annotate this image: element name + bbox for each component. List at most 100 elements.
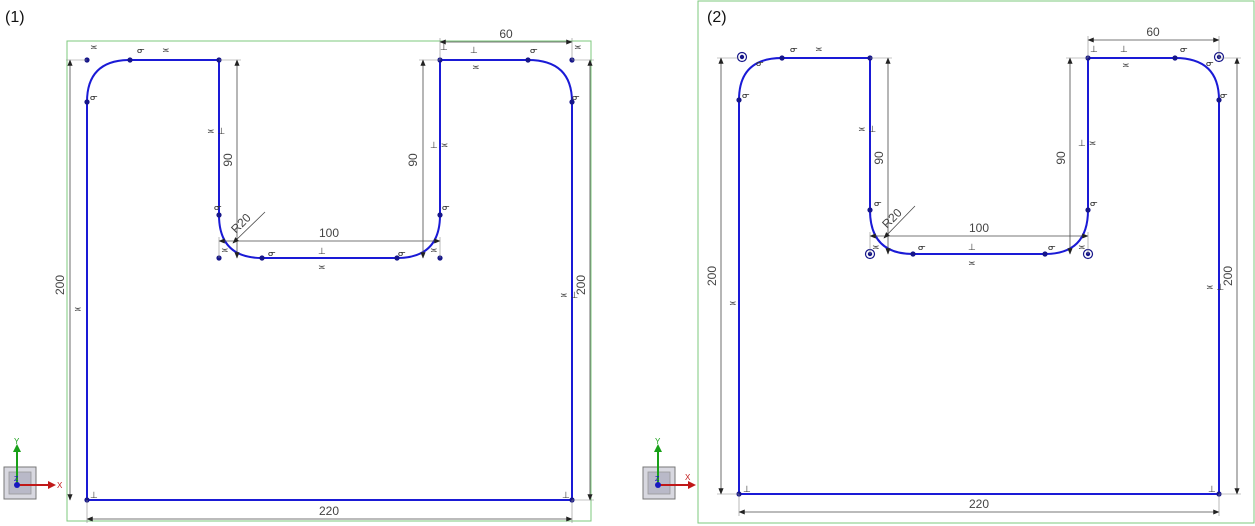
svg-text:⊥ ≍: ⊥ ≍ (430, 141, 448, 151)
panel-1-triad-z-label: Z (14, 476, 19, 483)
panel-1-dim-width-bottom-value: 220 (319, 504, 339, 518)
panel-2-boundary (697, 0, 1255, 524)
svg-text:ᓂ: ᓂ (214, 203, 222, 213)
svg-text:≍ ⊥: ≍ ⊥ (1206, 283, 1224, 293)
panel-2-triad-z-label: Z (655, 476, 660, 483)
panel-2-dim-height-left[interactable]: 200 (705, 57, 739, 495)
svg-text:⊥: ⊥ (743, 485, 751, 495)
panel-1-dim-height-right-value: 200 (574, 275, 588, 295)
svg-text:ᓂ: ᓂ (918, 243, 926, 253)
panel-1-vertices (84, 57, 575, 503)
panel-1-dim-top-width-value: 60 (499, 27, 513, 41)
panel-2-dim-slot-width[interactable]: 100 (869, 221, 1089, 254)
panel-1-dim-top-width[interactable]: 60 (439, 27, 573, 60)
panel-2-fixed-points (736, 51, 1225, 260)
svg-text:≍: ≍ (968, 259, 976, 269)
panel-1-dim-slot-width[interactable]: 100 (218, 226, 441, 258)
panel-1-dim-slot-width-value: 100 (319, 226, 339, 240)
svg-text:ᓂ: ᓂ (268, 249, 276, 259)
panel-2-dim-slot-depth-right[interactable]: 90 (1054, 57, 1088, 255)
panel-2-profile[interactable] (738, 57, 1220, 495)
svg-text:⊥: ⊥ (470, 46, 478, 56)
panel-2-dim-fillet-value: R20 (879, 205, 905, 231)
svg-text:≍: ≍ (162, 46, 170, 56)
svg-text:ᓂ: ᓂ (398, 249, 406, 259)
svg-text:ᓂ: ᓂ (742, 91, 750, 101)
svg-text:≍: ≍ (221, 246, 229, 256)
panel-1-triad-y-label: Y (14, 437, 20, 446)
svg-text:≍: ≍ (729, 299, 737, 309)
svg-text:⊥: ⊥ (1208, 485, 1216, 495)
panel-1-dim-slot-depth-left-value: 90 (221, 153, 235, 167)
panel-1-profile[interactable] (86, 59, 573, 501)
svg-text:ᓂ: ᓂ (137, 46, 145, 56)
svg-text:≍: ≍ (1122, 61, 1130, 71)
panel-2-dim-top-width[interactable]: 60 (1087, 25, 1220, 58)
svg-text:⊥ ≍: ⊥ ≍ (1078, 139, 1096, 149)
svg-text:ᓂ: ᓂ (90, 93, 98, 103)
panel-1-dim-slot-depth-right-value: 90 (406, 153, 420, 167)
panel-2-dim-slot-width-value: 100 (969, 221, 989, 235)
panel-1-dim-height-left[interactable]: 200 (53, 59, 87, 501)
svg-text:ᓂ: ᓂ (1090, 199, 1098, 209)
panel-1: (1) 200 (3, 9, 594, 523)
svg-text:⊥: ⊥ (1120, 45, 1128, 55)
panel-1-dim-width-bottom[interactable]: 220 (86, 500, 573, 523)
panel-2: (2) (642, 0, 1255, 524)
panel-1-dim-fillet-value: R20 (228, 210, 254, 236)
svg-text:ᓂ: ᓂ (1180, 45, 1188, 55)
panel-1-dim-slot-depth-right[interactable]: 90 (406, 59, 440, 259)
panel-1-caption: (1) (5, 9, 25, 26)
panel-2-dim-top-width-value: 60 (1146, 25, 1160, 39)
svg-text:⊥: ⊥ (440, 43, 448, 53)
svg-text:≍ ⊥: ≍ ⊥ (207, 127, 225, 137)
svg-text:≍ ⊥: ≍ ⊥ (560, 291, 578, 301)
svg-text:≍: ≍ (74, 305, 82, 315)
svg-text:≍: ≍ (430, 246, 438, 256)
panel-2-dim-slot-depth-left-value: 90 (872, 151, 886, 165)
svg-text:≍: ≍ (872, 243, 880, 253)
panel-2-dim-width-bottom-value: 220 (969, 497, 989, 511)
svg-text:⊥: ⊥ (318, 247, 326, 257)
panel-1-dim-slot-depth-left[interactable]: 90 (219, 59, 241, 259)
panel-1-dim-fillet[interactable]: R20 (228, 210, 266, 244)
panel-1-dim-height-left-value: 200 (53, 275, 67, 295)
panel-2-dim-slot-depth-right-value: 90 (1054, 151, 1068, 165)
panel-2-dim-slot-depth-left[interactable]: 90 (870, 57, 892, 255)
svg-text:⊥: ⊥ (968, 243, 976, 253)
panel-2-dim-fillet[interactable]: R20 (879, 205, 916, 239)
svg-text:ᓂ: ᓂ (530, 46, 538, 56)
svg-text:≍: ≍ (472, 63, 480, 73)
svg-text:⊥: ⊥ (1090, 45, 1098, 55)
panel-2-caption: (2) (707, 9, 727, 26)
panel-2-dim-width-bottom[interactable]: 220 (738, 494, 1220, 516)
svg-text:≍ ⊥: ≍ ⊥ (858, 125, 876, 135)
svg-text:≍: ≍ (815, 45, 823, 55)
panel-2-dim-height-right[interactable]: 200 (1219, 57, 1241, 495)
panel-2-triad-x-label: X (685, 473, 691, 482)
panel-2-triad-y-label: Y (655, 437, 661, 446)
panel-2-vertices (736, 55, 1222, 497)
svg-text:ᓂ: ᓂ (790, 45, 798, 55)
panel-2-constraint-glyphs: ᓂ ᓂ ≍ ᓂ ≍ ⊥ ᓂ ≍ ᓂ ⊥ ≍ ᓂ ⊥ ≍ ᓂ ≍ ⊥ ⊥ ≍ ᓂ … (729, 45, 1228, 495)
panel-1-triad-x-label: X (57, 481, 63, 490)
svg-text:ᓂ: ᓂ (874, 199, 882, 209)
panel-2-coordinate-triad: Y X Z (642, 437, 696, 500)
panel-1-boundary (66, 40, 592, 522)
svg-text:ᓂ: ᓂ (756, 59, 764, 69)
svg-text:ᓂ: ᓂ (1206, 59, 1214, 69)
svg-text:≍: ≍ (574, 43, 582, 53)
svg-text:⊥: ⊥ (90, 491, 98, 501)
svg-text:⊥: ⊥ (562, 491, 570, 501)
svg-text:ᓂ: ᓂ (1048, 243, 1056, 253)
svg-text:≍: ≍ (318, 263, 326, 273)
panel-2-dim-height-left-value: 200 (705, 266, 719, 286)
panel-1-coordinate-triad: Y X Z (3, 437, 63, 500)
panel-2-dim-height-right-value: 200 (1221, 266, 1235, 286)
panel-1-dim-height-right[interactable]: 200 (572, 59, 594, 501)
svg-text:ᓂ: ᓂ (1220, 91, 1228, 101)
svg-text:ᓂ: ᓂ (442, 203, 450, 213)
svg-text:≍: ≍ (1078, 243, 1086, 253)
panel-1-constraint-glyphs: ≍ ᓂ ≍ ᓂ ≍ ⊥ ᓂ ᓂ ⊥ ≍ ᓂ ⊥ ≍ ᓂ ⊥ ≍ ᓂ ᓂ ≍ ≍ … (74, 43, 582, 501)
